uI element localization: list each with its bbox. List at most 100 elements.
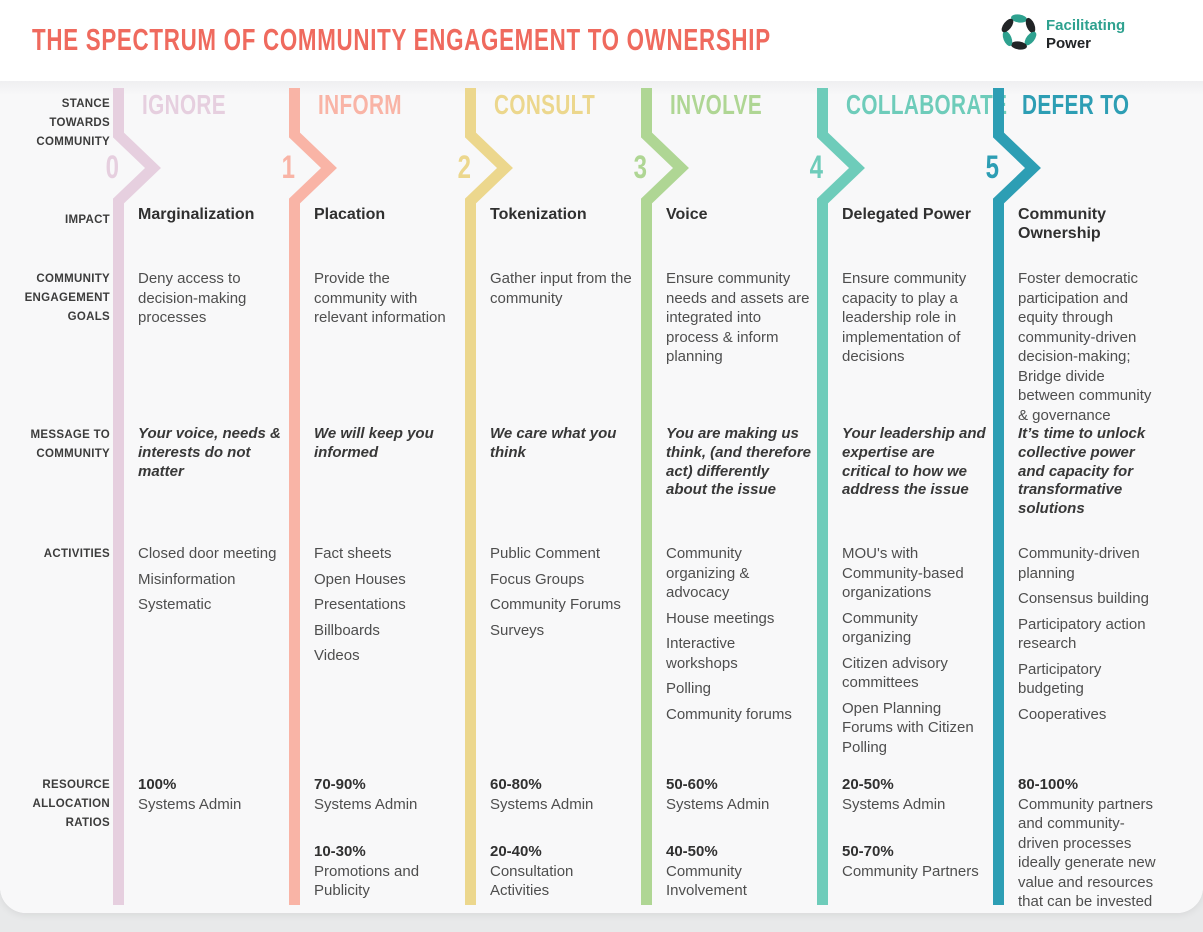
resource-block: 100% Systems Admin bbox=[138, 775, 283, 814]
column-number: 4 bbox=[809, 149, 823, 185]
column-collaborate: 4 COLLABORATE Delegated Power Ensure com… bbox=[810, 88, 1007, 905]
activity-item: Polling bbox=[666, 680, 712, 697]
column-title: COLLABORATE bbox=[846, 89, 1008, 120]
activity-item: Misinformation bbox=[138, 570, 236, 588]
resource-label: Community Partners bbox=[842, 862, 979, 880]
goal-text: Gather input from the community bbox=[490, 270, 632, 307]
resource-label: Consultation Activities bbox=[490, 862, 574, 900]
resource-percent: 10-30% bbox=[314, 843, 366, 860]
message-text: You are making us think, (and therefore … bbox=[666, 425, 812, 499]
logo-line-facilitating: Facilitating bbox=[1046, 17, 1126, 35]
activities-list: Public Comment Focus Groups Community Fo… bbox=[490, 544, 635, 646]
resource-percent: 70-90% bbox=[314, 776, 366, 793]
resource-label: Community partners and community-driven … bbox=[1018, 795, 1156, 914]
resource-label: Systems Admin bbox=[138, 795, 242, 813]
resource-allocation: 70-90% Systems Admin 10-30% Promotions a… bbox=[314, 775, 459, 913]
activity-item: Videos bbox=[314, 647, 360, 664]
row-label-message: MESSAGE TO COMMUNITY bbox=[30, 429, 110, 460]
resource-label: Systems Admin bbox=[666, 795, 770, 813]
activity-item: Community organizing & advocacy bbox=[666, 545, 750, 601]
resource-block: 40-50% Community Involvement bbox=[666, 842, 811, 901]
resource-percent: 80-100% bbox=[1018, 776, 1079, 793]
activity-item: Open Houses bbox=[314, 570, 406, 588]
goal-text: Ensure community needs and assets are in… bbox=[666, 270, 810, 365]
activity-item: Systematic bbox=[138, 596, 212, 613]
goal-text: Ensure community capacity to play a lead… bbox=[842, 270, 967, 365]
resource-allocation: 100% Systems Admin bbox=[138, 775, 283, 842]
activity-item: MOU's with Community-based organizations bbox=[842, 545, 964, 601]
activity-item: Open Planning Forums with Citizen Pollin… bbox=[842, 699, 974, 756]
column-defer-to: 5 DEFER TO Community Ownership Foster de… bbox=[986, 88, 1169, 913]
activity-item: Focus Groups bbox=[490, 570, 585, 588]
spectrum-bar-chevron bbox=[465, 88, 513, 905]
activities-list: Closed door meeting Misinformation Syste… bbox=[138, 544, 283, 621]
resource-block: 50-70% Community Partners bbox=[842, 842, 987, 881]
message-text: We care what you think bbox=[490, 425, 617, 461]
activity-item: Closed door meeting bbox=[138, 545, 277, 562]
column-consult: 2 CONSULT Tokenization Gather input from… bbox=[458, 88, 641, 905]
resource-percent: 50-60% bbox=[666, 776, 718, 793]
message-text: Your leadership and expertise are critic… bbox=[842, 425, 986, 499]
column-number: 2 bbox=[457, 149, 471, 185]
facilitating-power-logo: Facilitating Power bbox=[1000, 13, 1125, 56]
activity-item: Community-driven planning bbox=[1018, 545, 1140, 582]
resource-percent: 50-70% bbox=[842, 843, 894, 860]
activity-item: Presentations bbox=[314, 596, 406, 613]
activities-list: Fact sheets Open Houses Presentations Bi… bbox=[314, 544, 459, 672]
resource-percent: 20-50% bbox=[842, 776, 894, 793]
resource-block: 50-60% Systems Admin bbox=[666, 775, 811, 814]
spectrum-bar-chevron bbox=[289, 88, 337, 905]
row-label-impact: IMPACT bbox=[64, 214, 110, 226]
impact-value: Marginalization bbox=[138, 206, 255, 223]
row-label-goals: COMMUNITY ENGAGEMENT GOALS bbox=[24, 273, 110, 323]
activities-list: Community-driven planning Consensus buil… bbox=[1018, 544, 1163, 730]
spectrum-bar-chevron bbox=[641, 88, 689, 905]
column-number: 3 bbox=[633, 149, 647, 185]
logo-circle-icon bbox=[1000, 13, 1038, 56]
column-number: 0 bbox=[105, 149, 119, 185]
resource-percent: 100% bbox=[138, 776, 177, 793]
goal-text: Foster democratic participation and equi… bbox=[1018, 270, 1152, 424]
column-title: IGNORE bbox=[142, 89, 226, 120]
resource-label: Systems Admin bbox=[842, 795, 946, 813]
column-title: INVOLVE bbox=[670, 89, 763, 120]
activity-item: Consensus building bbox=[1018, 590, 1149, 607]
activity-item: Participatory action research bbox=[1018, 615, 1146, 653]
row-label-activities: ACTIVITIES bbox=[43, 548, 110, 560]
column-title: DEFER TO bbox=[1022, 89, 1130, 120]
activity-item: Community forums bbox=[666, 705, 792, 723]
resource-allocation: 60-80% Systems Admin 20-40% Consultation… bbox=[490, 775, 635, 913]
resource-allocation: 80-100% Community partners and community… bbox=[1018, 775, 1163, 913]
activity-item: Participatory budgeting bbox=[1018, 660, 1102, 698]
logo-wordmark: Facilitating Power bbox=[1046, 17, 1125, 52]
resource-label: Systems Admin bbox=[490, 795, 594, 813]
activity-item: House meetings bbox=[666, 609, 775, 627]
resource-block: 10-30% Promotions and Publicity bbox=[314, 842, 459, 901]
resource-allocation: 50-60% Systems Admin 40-50% Community In… bbox=[666, 775, 811, 913]
column-title: INFORM bbox=[318, 89, 402, 120]
activities-list: MOU's with Community-based organizations… bbox=[842, 544, 987, 763]
message-text: We will keep you informed bbox=[314, 425, 434, 461]
page-title: THE SPECTRUM OF COMMUNITY ENGAGEMENT TO … bbox=[32, 22, 771, 57]
column-title: CONSULT bbox=[494, 89, 596, 120]
impact-value: Tokenization bbox=[490, 206, 587, 223]
activity-item: Community organizing bbox=[842, 609, 918, 647]
resource-label: Community Involvement bbox=[666, 862, 747, 900]
column-number: 1 bbox=[281, 149, 295, 185]
activity-item: Interactive workshops bbox=[666, 635, 738, 672]
poster-card: THE SPECTRUM OF COMMUNITY ENGAGEMENT TO … bbox=[0, 0, 1203, 913]
logo-line-power: Power bbox=[1046, 34, 1092, 52]
resource-block: 80-100% Community partners and community… bbox=[1018, 775, 1163, 913]
activity-item: Citizen advisory committees bbox=[842, 654, 948, 692]
spectrum-bar-chevron bbox=[993, 88, 1041, 905]
message-text: Your voice, needs & interests do not mat… bbox=[138, 425, 281, 480]
goal-text: Deny access to decision-making processes bbox=[138, 270, 247, 326]
message-text: It’s time to unlock collective power and… bbox=[1018, 425, 1146, 517]
column-ignore: 0 IGNORE Marginalization Deny access to … bbox=[106, 88, 289, 905]
resource-block: 60-80% Systems Admin bbox=[490, 775, 635, 814]
activity-item: Surveys bbox=[490, 621, 545, 639]
activity-item: Cooperatives bbox=[1018, 705, 1107, 723]
activity-item: Community Forums bbox=[490, 596, 621, 613]
activity-item: Fact sheets bbox=[314, 545, 392, 562]
